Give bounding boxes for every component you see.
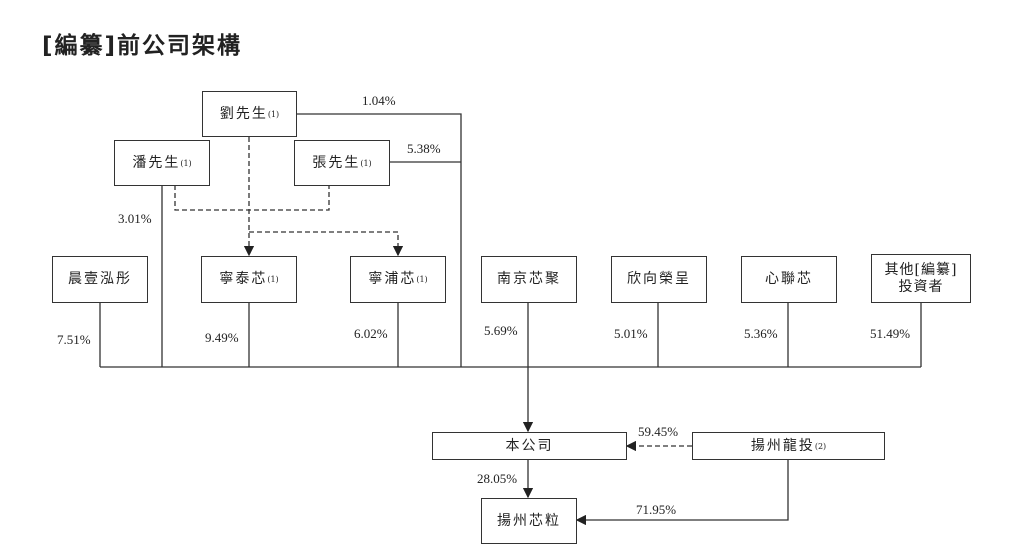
footnote: (2): [814, 441, 827, 451]
entity-name: 張先生: [312, 154, 361, 171]
footnote: (1): [180, 158, 192, 168]
pct-nanjing: 5.69%: [484, 323, 518, 338]
entity-name: 揚州芯粒: [497, 512, 561, 529]
page-title: [編纂]前公司架構: [42, 33, 243, 59]
pct-ningpu: 6.02%: [354, 326, 388, 341]
entity-name: 潘先生: [132, 154, 181, 171]
pct-liu: 1.04%: [362, 93, 396, 108]
entity-others: 其他[編纂]投資者: [871, 254, 971, 303]
pct-longtou-company: 59.45%: [638, 424, 679, 439]
entity-name: 心聯芯: [765, 271, 813, 287]
entity-pan: 潘先生(1): [114, 140, 210, 186]
footnote: (1): [267, 109, 280, 119]
dashed-to-ningpu: [249, 231, 404, 257]
pct-others: 51.49%: [870, 326, 911, 341]
entity-name-line2: 投資者: [898, 278, 944, 295]
pct-chenyi: 7.51%: [57, 332, 91, 347]
pct-pan: 3.01%: [118, 211, 152, 226]
pct-xinxiang: 5.01%: [614, 326, 648, 341]
arrow-longtou-xinli: [575, 459, 789, 526]
pct-zhang: 5.38%: [407, 141, 441, 156]
entity-name: 南京芯聚: [497, 271, 561, 287]
entity-name: 揚州龍投: [750, 437, 815, 454]
entity-longtou: 揚州龍投(2): [692, 432, 885, 460]
footnote: (1): [416, 275, 428, 284]
pct-longtou-xinli: 71.95%: [636, 502, 677, 517]
entity-ningtai: 寧泰芯(1): [201, 256, 297, 303]
pct-ningtai: 9.49%: [205, 330, 239, 345]
entity-name: 欣向榮呈: [627, 271, 691, 287]
entity-zhang: 張先生(1): [294, 140, 390, 186]
entity-name: 寧浦芯: [368, 271, 417, 287]
entity-name: 晨壹泓彤: [68, 271, 132, 287]
entity-liu: 劉先生(1): [202, 91, 297, 137]
pct-company-xinli: 28.05%: [477, 471, 518, 486]
footnote: (1): [267, 275, 279, 284]
entity-ningpu: 寧浦芯(1): [350, 256, 446, 303]
entity-chenyi: 晨壹泓彤: [52, 256, 148, 303]
entity-xinli: 揚州芯粒: [481, 498, 577, 544]
dashed-pan-zhang: [174, 185, 330, 211]
entity-xinxiang: 欣向榮呈: [611, 256, 707, 303]
entity-company: 本公司: [432, 432, 627, 460]
line-liu: [296, 113, 462, 367]
pct-xinlian: 5.36%: [744, 326, 778, 341]
footnote: (1): [360, 158, 372, 168]
entity-xinlian: 心聯芯: [741, 256, 837, 303]
entity-name: 寧泰芯: [219, 271, 268, 287]
entity-name: 劉先生: [219, 105, 268, 122]
entity-name: 本公司: [505, 437, 554, 454]
entity-name-line1: 其他[編纂]: [884, 261, 958, 278]
entity-nanjing: 南京芯聚: [481, 256, 577, 303]
